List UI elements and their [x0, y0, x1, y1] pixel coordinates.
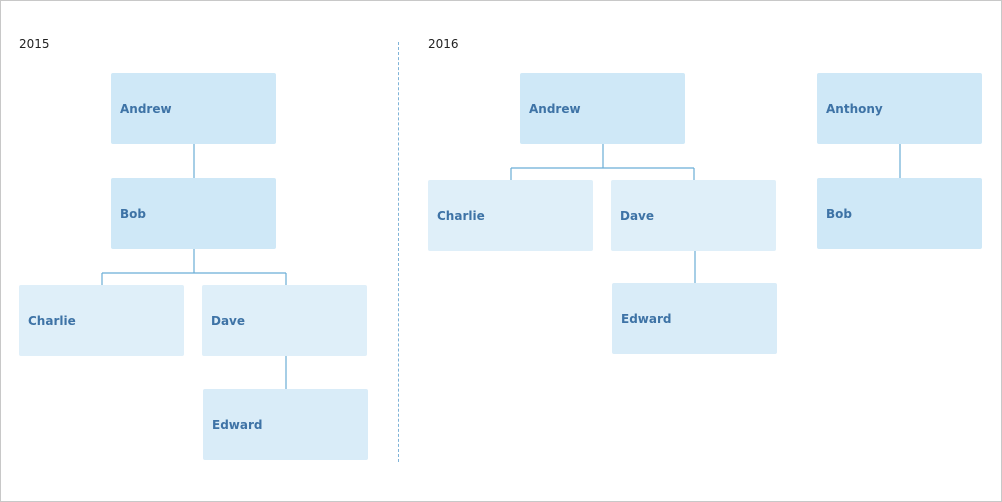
node-bob-2016[interactable]: Bob	[817, 178, 982, 249]
node-andrew-2015[interactable]: Andrew	[111, 73, 276, 144]
node-label: Dave	[620, 208, 655, 223]
node-label: Andrew	[529, 101, 581, 116]
node-dave-2015[interactable]: Dave	[202, 285, 367, 356]
node-edward-2015[interactable]: Edward	[203, 389, 368, 460]
node-charlie-2015[interactable]: Charlie	[19, 285, 184, 356]
node-label: Bob	[826, 206, 852, 221]
node-label: Charlie	[28, 313, 76, 328]
node-label: Bob	[120, 206, 146, 221]
node-label: Andrew	[120, 101, 172, 116]
node-label: Charlie	[437, 208, 485, 223]
node-andrew-2016[interactable]: Andrew	[520, 73, 685, 144]
year-label-2015: 2015	[19, 37, 50, 51]
node-charlie-2016[interactable]: Charlie	[428, 180, 593, 251]
node-dave-2016[interactable]: Dave	[611, 180, 776, 251]
edge-bob-children-2015	[101, 249, 287, 285]
node-label: Anthony	[826, 101, 883, 116]
year-divider	[398, 42, 399, 462]
node-anthony-2016[interactable]: Anthony	[817, 73, 982, 144]
node-bob-2015[interactable]: Bob	[111, 178, 276, 249]
node-label: Edward	[621, 311, 672, 326]
year-label-2016: 2016	[428, 37, 459, 51]
edge-andrew-children-2016	[510, 144, 695, 180]
node-edward-2016[interactable]: Edward	[612, 283, 777, 354]
node-label: Dave	[211, 313, 246, 328]
node-label: Edward	[212, 417, 263, 432]
